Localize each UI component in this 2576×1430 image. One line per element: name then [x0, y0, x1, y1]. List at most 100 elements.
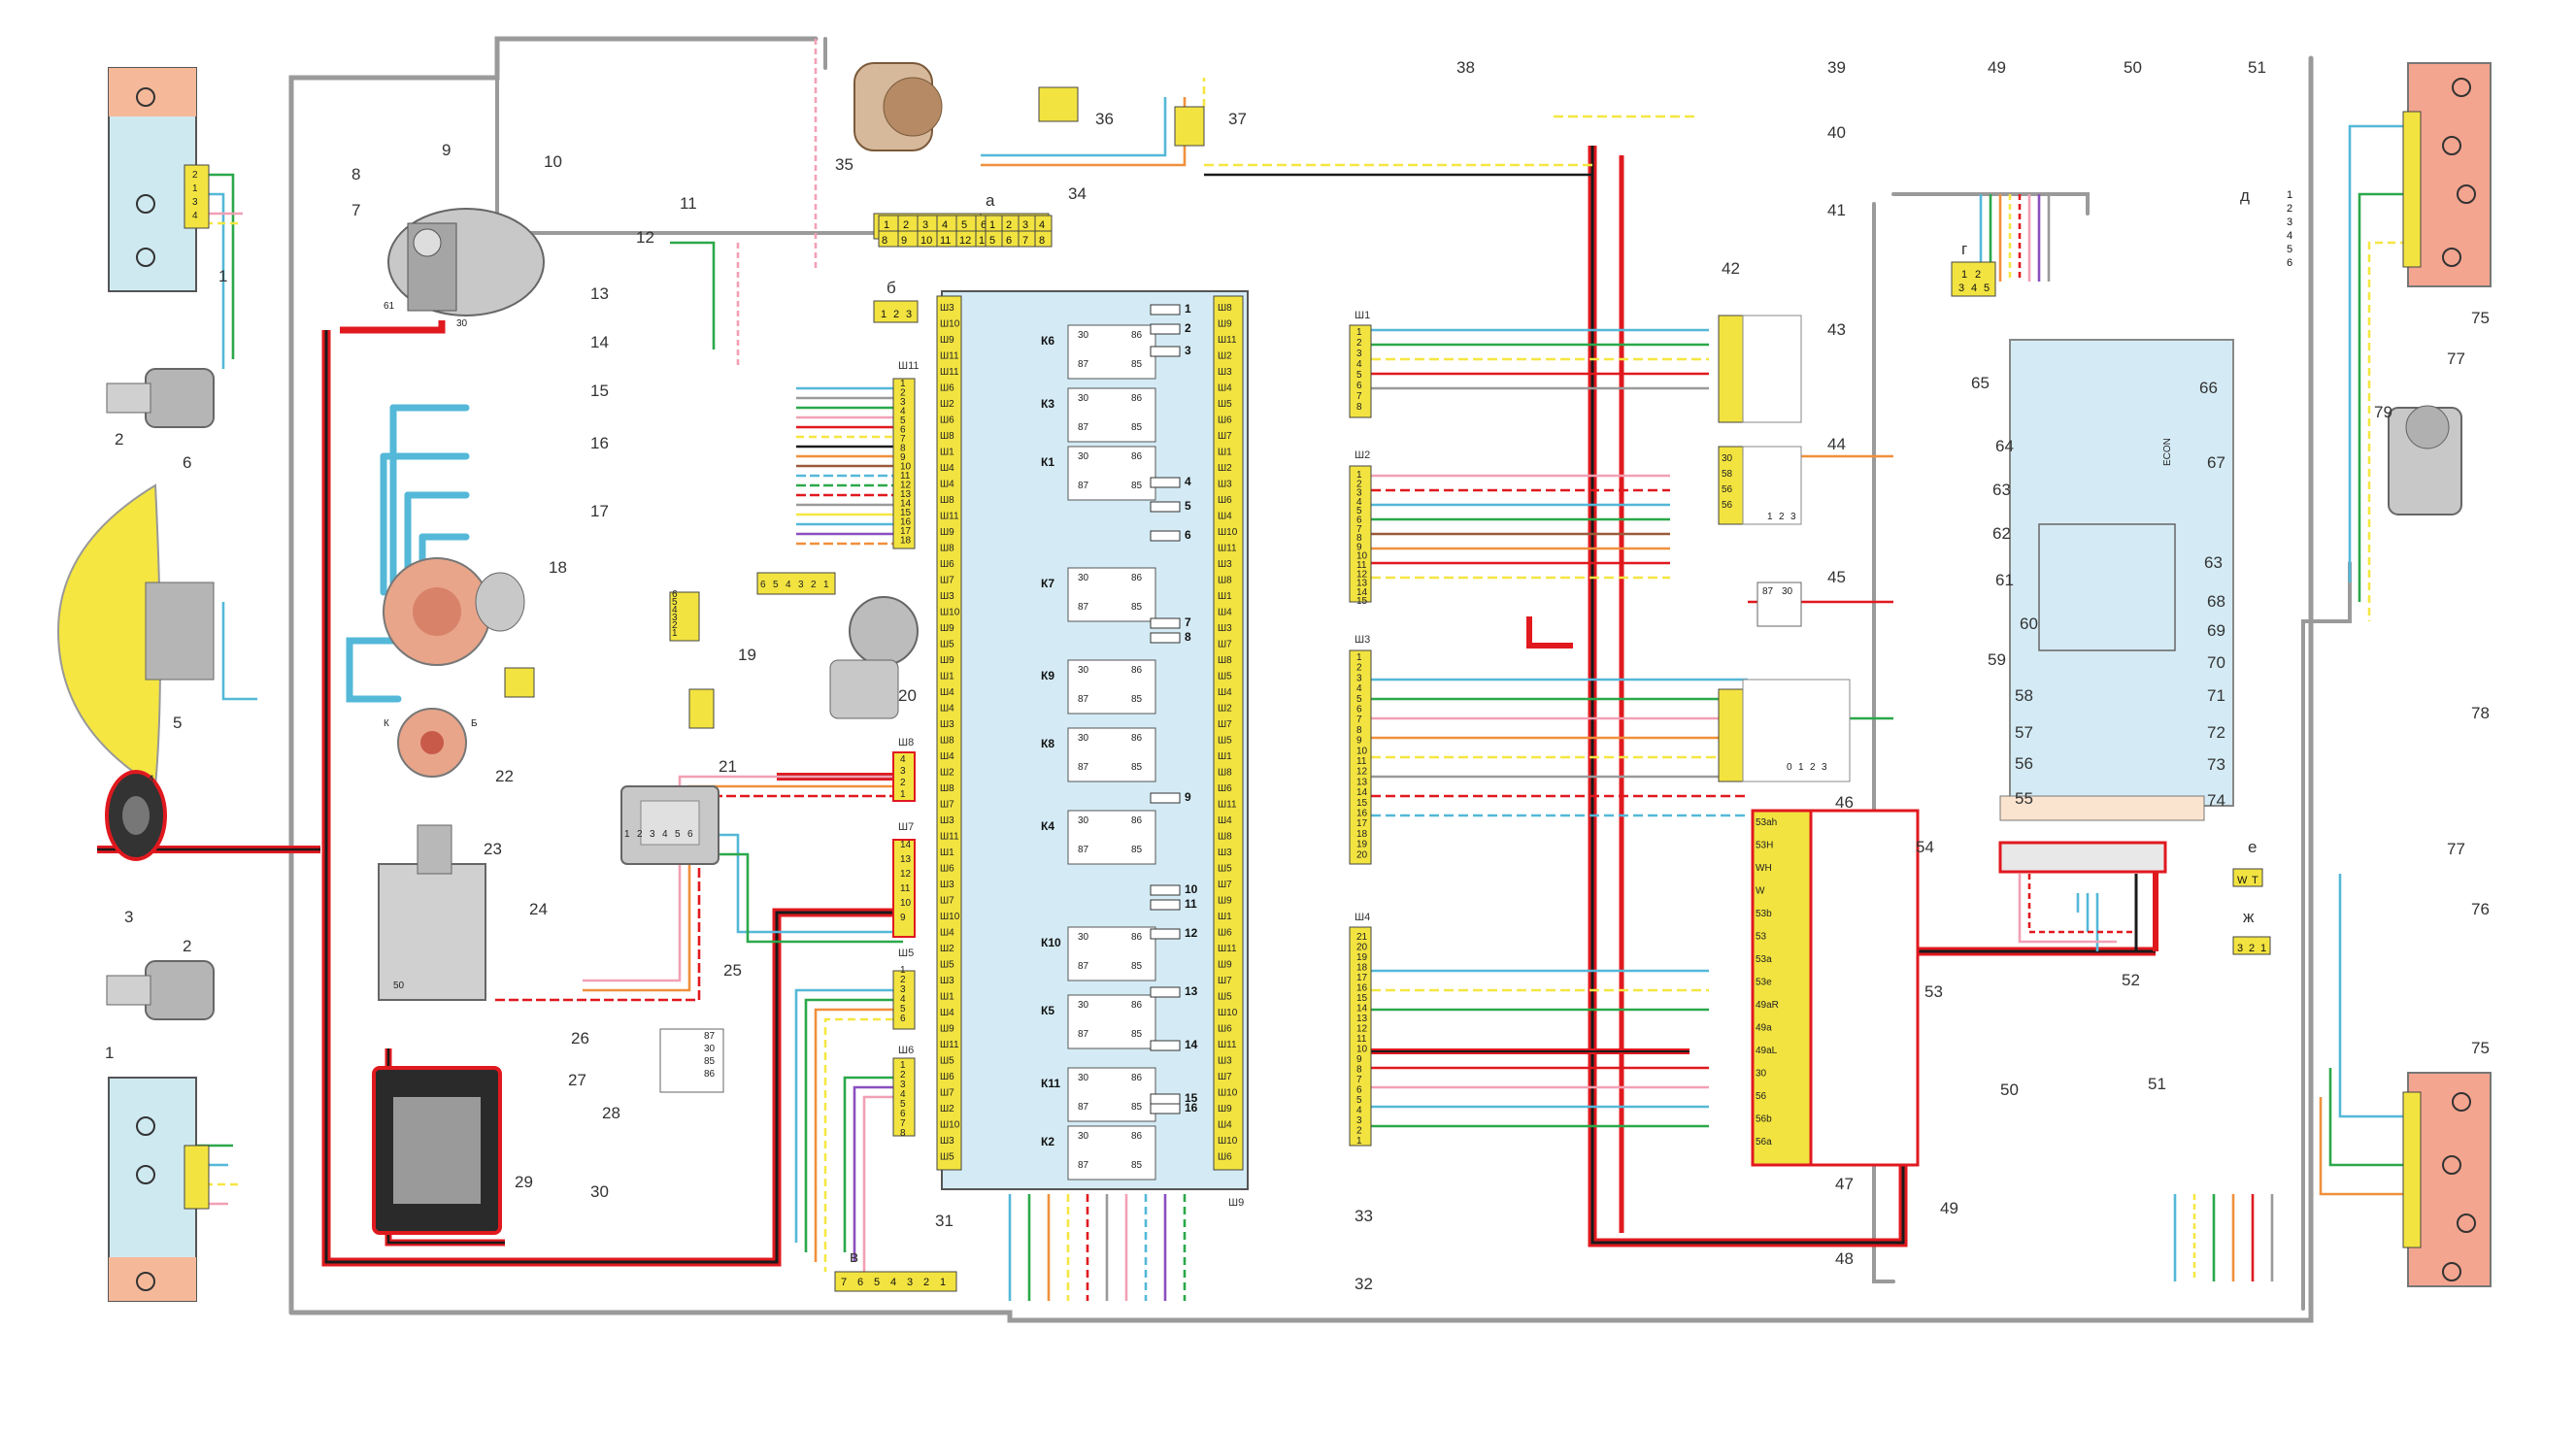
conn-v-pin-1: 1	[940, 1277, 946, 1288]
generator-pin-30: 30	[456, 318, 468, 329]
harness-sh6-pin-5: 6	[900, 1109, 906, 1119]
relay-К10-pin-85: 85	[1131, 961, 1143, 972]
fuse-left-label-23: Ш1	[940, 672, 954, 682]
conn-a-small-top-3: 3	[1022, 219, 1028, 231]
fuse-9	[1150, 792, 1181, 804]
relay-К10-pin-86: 86	[1131, 932, 1143, 943]
harness-sh11-pin-15: 16	[900, 517, 912, 528]
relay-К3-pin-85: 85	[1131, 422, 1143, 433]
switch-47-pin-11: 30	[1756, 1069, 1767, 1080]
wiper-motor	[829, 596, 919, 719]
fuse-left-label-8: Ш8	[940, 431, 954, 442]
harness-sh1-pin-6: 7	[1356, 391, 1362, 402]
fuse-right-label-20: Ш3	[1218, 623, 1232, 634]
switch-46-pin-3: 3	[1822, 762, 1827, 773]
rear-wiper-motor	[2388, 405, 2462, 515]
component-number-68: 68	[2207, 592, 2225, 611]
harness-sh3-pin-6: 7	[1356, 715, 1362, 725]
fuse-right-label-37: Ш9	[1218, 896, 1232, 907]
fuse-box-bottom-label: Ш9	[1228, 1197, 1244, 1209]
component-number-47: 47	[1835, 1175, 1854, 1193]
harness-sh3-pin-10: 11	[1356, 756, 1367, 767]
relay-26-pin-87: 87	[704, 1031, 716, 1042]
fuse-right-label-10: Ш2	[1218, 463, 1232, 474]
fuse-left-label-25: Ш4	[940, 704, 954, 715]
relay-К5-pin-86: 86	[1131, 1000, 1143, 1011]
conn-b-pin-3: 3	[906, 309, 912, 320]
relay-label-К1: К1	[1041, 455, 1054, 469]
combination-switch-block	[1751, 809, 1920, 1167]
harness-sh4-pin-3: 18	[1356, 963, 1368, 974]
conn-a-pin-top-3: 3	[922, 219, 928, 231]
hazard-switch	[1718, 315, 1802, 423]
fuse-right-label-9: Ш1	[1218, 448, 1232, 458]
relay-К11-pin-85: 85	[1131, 1102, 1143, 1113]
component-number-77: 77	[2447, 349, 2465, 368]
conn-a-small-bottom-6: 6	[1006, 235, 1012, 247]
component-number-2: 2	[115, 430, 123, 449]
conn-d-pin-4: 4	[2287, 230, 2292, 242]
conn-g-pin-1: 1	[1961, 269, 1967, 281]
harness-sh2-label: Ш2	[1355, 449, 1370, 461]
harness-sh1-pin-2: 3	[1356, 349, 1362, 359]
harness-sh2-pin-14: 15	[1356, 596, 1368, 607]
relay-label-К4: К4	[1041, 819, 1054, 833]
harness-sh2-pin-3: 4	[1356, 497, 1362, 508]
switch-47-pin-3: W	[1756, 886, 1765, 897]
harness-sh1-pin-5: 6	[1356, 381, 1362, 391]
conn-d-pin-3: 3	[2287, 216, 2292, 228]
component-number-48: 48	[1835, 1249, 1854, 1268]
harness-sh4-pin-6: 15	[1356, 993, 1368, 1004]
fuse-left-label-51: Ш10	[940, 1120, 960, 1131]
harness-sh6-pin-4: 5	[900, 1099, 906, 1110]
component-number-46: 46	[1835, 793, 1854, 812]
harness-sh5-pin-0: 1	[900, 965, 906, 976]
component-number-51-b: 51	[2148, 1075, 2166, 1093]
fuse-right-label-17: Ш8	[1218, 576, 1232, 586]
switch-47-pin-0: 53ah	[1756, 817, 1777, 828]
conn-v-pin-7: 7	[841, 1277, 847, 1288]
harness-sh1-pin-1: 2	[1356, 338, 1362, 349]
fuse-left-label-12: Ш8	[940, 495, 954, 506]
component-number-33: 33	[1355, 1207, 1373, 1225]
component-number-31: 31	[935, 1212, 953, 1230]
component-number-15: 15	[590, 382, 609, 400]
harness-sh2-pin-8: 9	[1356, 542, 1362, 552]
generator	[387, 208, 545, 316]
fuse-number-16: 16	[1185, 1101, 1198, 1114]
conn-20-pin-2: 2	[811, 580, 817, 590]
fuse-left-label-33: Ш11	[940, 832, 959, 843]
relay-К4-pin-85: 85	[1131, 845, 1143, 855]
harness-sh3-pin-13: 14	[1356, 787, 1368, 798]
harness-sh3-pin-8: 9	[1356, 736, 1362, 747]
component-number-56: 56	[2015, 754, 2033, 773]
fuse-4	[1150, 477, 1181, 488]
switch-47-pin-4: 53b	[1756, 909, 1772, 919]
harness-sh1-pin-7: 8	[1356, 402, 1362, 413]
harness-sh7-pin-3: 11	[900, 883, 911, 894]
switch-46-pin-0: 0	[1787, 762, 1792, 773]
harness-sh1-pin-4: 5	[1356, 370, 1362, 381]
fuse-left-label-35: Ш6	[940, 864, 954, 875]
harness-sh11-pin-10: 11	[900, 471, 911, 482]
harness-sh6-pin-2: 3	[900, 1080, 906, 1090]
component-number-39: 39	[1827, 58, 1846, 77]
conn-a-pin-top-4: 4	[942, 219, 948, 231]
harness-sh5-label: Ш5	[898, 948, 914, 959]
ignition-coil	[397, 708, 467, 778]
fuse-right-label-7: Ш6	[1218, 416, 1232, 426]
fuse-left-label-46: Ш11	[940, 1040, 959, 1050]
fuse-left-label-29: Ш2	[940, 768, 954, 779]
relay-К9-pin-86: 86	[1131, 665, 1143, 676]
conn-a-pin-top-5: 5	[961, 219, 967, 231]
relay-box-К9	[1067, 659, 1156, 715]
component-number-67: 67	[2207, 453, 2225, 472]
fuse-right-label-29: Ш8	[1218, 768, 1232, 779]
component-number-64: 64	[1995, 437, 2014, 455]
component-number-14: 14	[590, 333, 609, 351]
component-number-63-b: 63	[2204, 553, 2223, 572]
harness-sh11-pin-4: 5	[900, 416, 906, 426]
component-number-23: 23	[484, 840, 502, 858]
fuse-right-label-15: Ш11	[1218, 544, 1237, 554]
harness-sh2-pin-5: 6	[1356, 515, 1362, 526]
